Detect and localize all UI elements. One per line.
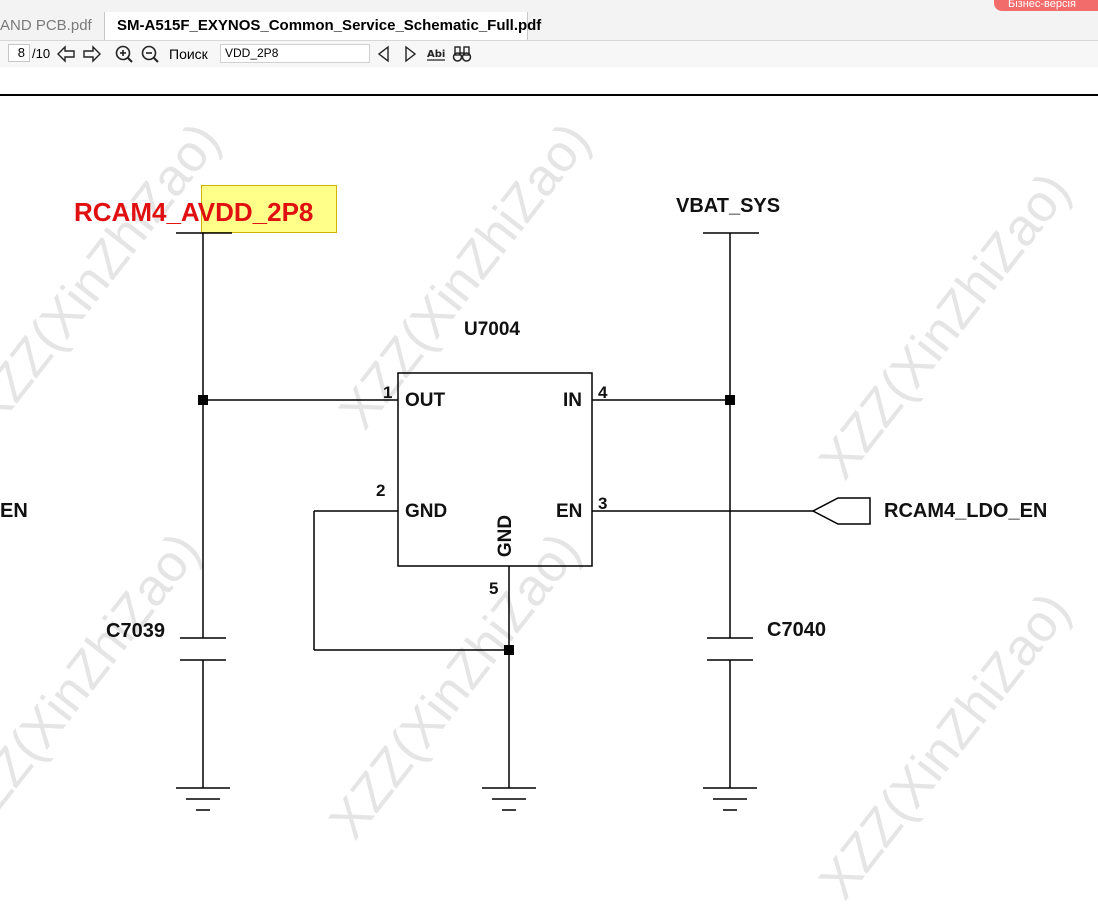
net-label-vbat-sys: VBAT_SYS xyxy=(676,195,781,217)
pin-number-gnd-left: 2 xyxy=(376,481,386,500)
schematic-drawing xyxy=(176,232,871,811)
back-arrow-icon[interactable] xyxy=(56,44,76,64)
page-number-input[interactable]: 8 xyxy=(8,44,30,62)
pdf-toolbar: 8 /10 Поиск VDD_2P8 Abi xyxy=(0,41,1098,67)
promo-badge[interactable]: Бізнес-версія xyxy=(994,0,1098,11)
forward-arrow-icon[interactable] xyxy=(82,44,102,64)
window-top-strip xyxy=(0,0,1098,12)
search-match-highlight xyxy=(201,185,337,233)
search-next-icon[interactable] xyxy=(400,44,420,64)
pin-number-en: 3 xyxy=(598,494,608,513)
capacitor-c7040-label: C7040 xyxy=(767,619,826,641)
capacitor-c7039-label: C7039 xyxy=(106,620,165,642)
binoculars-icon[interactable] xyxy=(452,44,472,64)
page-border-line xyxy=(0,94,1098,96)
pin-number-in: 4 xyxy=(598,383,608,402)
svg-text:Abi: Abi xyxy=(427,49,445,60)
tab-pcb-pdf[interactable]: AND PCB.pdf xyxy=(0,17,92,34)
net-label-left-edge: EN xyxy=(0,500,28,522)
net-label-rcam4-ldo-en: RCAM4_LDO_EN xyxy=(884,500,1048,522)
search-prev-icon[interactable] xyxy=(374,44,394,64)
net-label-rcam4-avdd: RCAM4_AVDD_2P8 xyxy=(74,197,314,227)
search-input[interactable]: VDD_2P8 xyxy=(220,44,370,63)
pin-number-gnd-bottom: 5 xyxy=(489,579,499,598)
pin-name-gnd-left: GND xyxy=(405,501,448,522)
search-label: Поиск xyxy=(169,46,208,62)
pin-name-gnd-bottom: GND xyxy=(495,514,517,558)
pin-name-in: IN xyxy=(563,390,582,411)
zoom-in-icon[interactable] xyxy=(114,44,134,64)
pin-name-en: EN xyxy=(556,501,583,522)
tab-bar: AND PCB.pdf SM-A515F_EXYNOS_Common_Servi… xyxy=(0,12,1098,41)
match-case-icon[interactable]: Abi xyxy=(426,44,446,64)
ic-reference: U7004 xyxy=(464,319,520,340)
zoom-out-icon[interactable] xyxy=(140,44,160,64)
pin-number-out: 1 xyxy=(383,383,393,402)
page-total-label: /10 xyxy=(32,46,51,61)
pin-name-out: OUT xyxy=(405,390,446,411)
tab-schematic-pdf[interactable]: SM-A515F_EXYNOS_Common_Service_Schematic… xyxy=(104,12,541,40)
